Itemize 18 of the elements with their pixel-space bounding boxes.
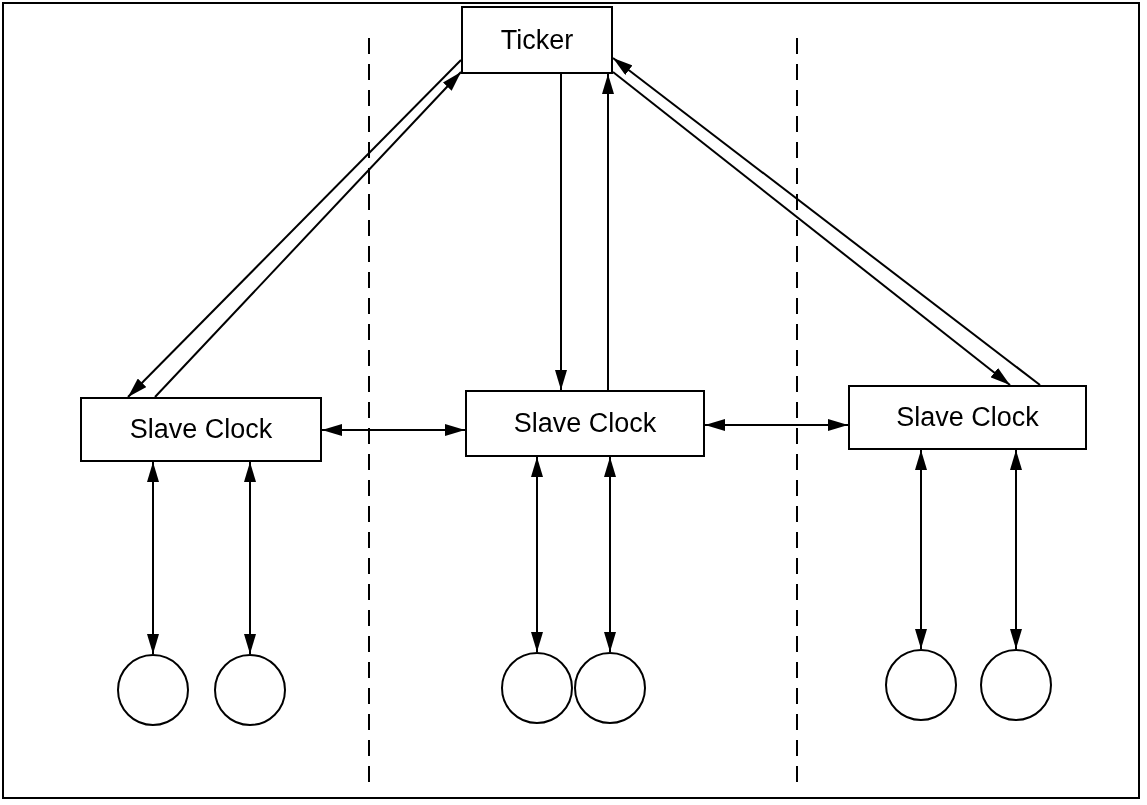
- node-label: Ticker: [500, 23, 574, 57]
- arrow: [321, 424, 466, 436]
- process-box: [461, 6, 613, 74]
- arrow: [531, 456, 543, 653]
- process-box: [80, 397, 322, 462]
- node-label: Slave Clock: [129, 413, 273, 447]
- arrow: [1010, 449, 1022, 650]
- arrow: [704, 419, 849, 431]
- process-box: [465, 390, 705, 457]
- arrow: [604, 456, 616, 653]
- node-label: Slave Clock: [896, 401, 1039, 435]
- arrow: [244, 461, 256, 655]
- arrow: [602, 73, 614, 391]
- node-label: Slave Clock: [513, 407, 657, 441]
- arrow: [147, 461, 159, 655]
- arrow: [555, 73, 567, 391]
- process-box: [848, 385, 1087, 450]
- arrow: [915, 449, 927, 650]
